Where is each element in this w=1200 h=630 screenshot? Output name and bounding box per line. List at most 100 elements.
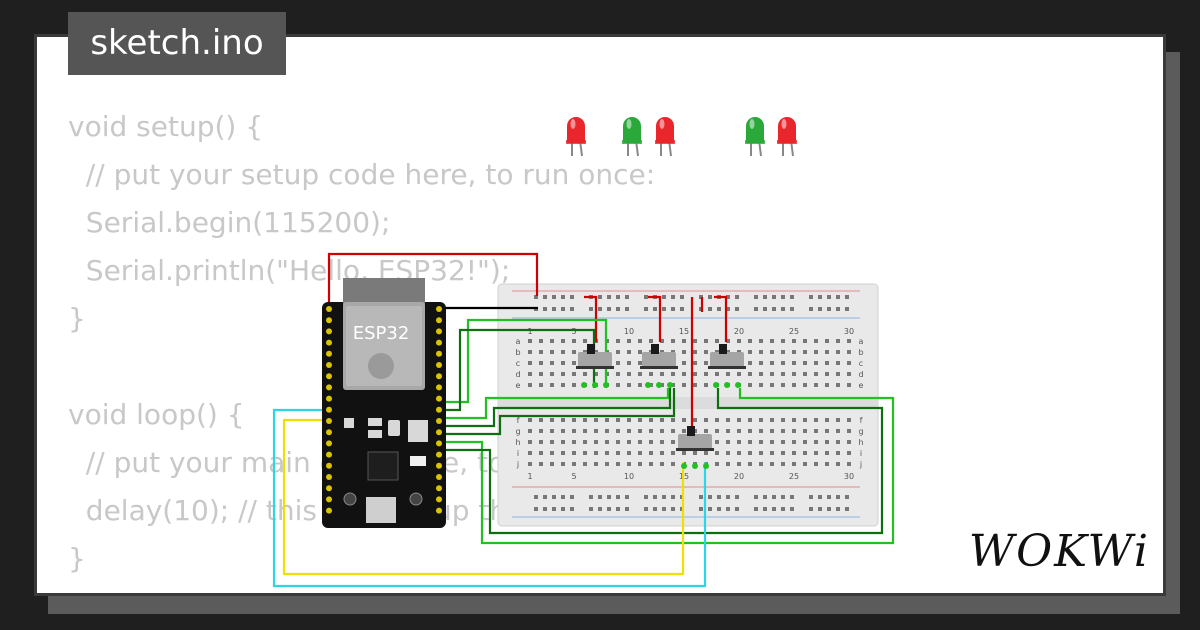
row-letter: a <box>859 337 864 346</box>
breadboard-hole <box>814 462 818 466</box>
breadboard-hole <box>759 451 763 455</box>
pin <box>436 507 442 514</box>
column-number: 20 <box>734 472 744 481</box>
slide-switch[interactable] <box>576 344 614 388</box>
breadboard-hole <box>671 418 675 422</box>
breadboard-hole <box>770 372 774 376</box>
breadboard-hole <box>726 418 730 422</box>
breadboard-hole <box>814 372 818 376</box>
breadboard-hole <box>759 418 763 422</box>
breadboard-hole <box>550 372 554 376</box>
breadboard-hole <box>594 440 598 444</box>
breadboard-hole <box>627 462 631 466</box>
breadboard-hole <box>814 383 818 387</box>
slide-switch[interactable] <box>640 344 678 388</box>
rail-hole <box>726 307 730 311</box>
breadboard-hole <box>803 451 807 455</box>
breadboard-hole <box>814 440 818 444</box>
breadboard-hole <box>715 372 719 376</box>
breadboard-hole <box>550 339 554 343</box>
breadboard-hole <box>770 361 774 365</box>
rail-hole <box>644 295 648 299</box>
row-letter: f <box>860 416 863 425</box>
breadboard-hole <box>550 429 554 433</box>
code-line: } <box>68 302 86 335</box>
slide-switch[interactable] <box>676 426 714 469</box>
esp32-board[interactable]: ESP32 <box>322 278 446 528</box>
pin <box>326 474 332 480</box>
rail-hole <box>735 495 739 499</box>
breadboard-hole <box>594 462 598 466</box>
rail-hole <box>827 495 831 499</box>
breadboard-hole <box>649 372 653 376</box>
pin <box>326 306 332 312</box>
breadboard-hole <box>847 350 851 354</box>
breadboard-hole <box>605 440 609 444</box>
rail-hole <box>781 507 785 511</box>
rail-hole <box>653 507 657 511</box>
breadboard-hole <box>528 418 532 422</box>
breadboard-hole <box>792 429 796 433</box>
breadboard-hole <box>649 429 653 433</box>
rail-hole <box>644 507 648 511</box>
breadboard-hole <box>737 440 741 444</box>
breadboard-hole <box>528 361 532 365</box>
breadboard-hole <box>803 383 807 387</box>
breadboard-hole <box>803 429 807 433</box>
breadboard-hole <box>836 339 840 343</box>
rail-hole <box>598 307 602 311</box>
led-green[interactable] <box>622 117 642 157</box>
breadboard-hole <box>770 462 774 466</box>
breadboard-hole <box>770 350 774 354</box>
sketch-filename-tab[interactable]: sketch.ino <box>68 12 286 75</box>
led-green[interactable] <box>745 117 765 157</box>
slide-switch[interactable] <box>708 344 746 388</box>
breadboard-hole <box>638 372 642 376</box>
pin <box>436 406 442 413</box>
rail-hole <box>726 295 730 299</box>
breadboard-hole <box>737 339 741 343</box>
breadboard-hole <box>605 429 609 433</box>
rail-hole <box>662 507 666 511</box>
rail-hole <box>708 507 712 511</box>
column-number: 25 <box>789 327 799 336</box>
breadboard-hole <box>737 429 741 433</box>
rail-hole <box>781 307 785 311</box>
breadboard-hole <box>847 451 851 455</box>
rail-hole <box>616 295 620 299</box>
breadboard-hole <box>825 361 829 365</box>
breadboard-hole <box>638 350 642 354</box>
breadboard-hole <box>572 418 576 422</box>
rail-hole <box>717 507 721 511</box>
led-red[interactable] <box>655 117 675 157</box>
rail-hole <box>809 495 813 499</box>
rail-hole <box>607 495 611 499</box>
rail-hole <box>543 495 547 499</box>
pin <box>326 429 332 436</box>
breadboard-hole <box>814 339 818 343</box>
breadboard-hole <box>748 361 752 365</box>
row-letter: d <box>515 370 520 379</box>
breadboard-hole <box>792 451 796 455</box>
pin <box>326 496 332 503</box>
column-number: 20 <box>734 327 744 336</box>
breadboard-hole <box>682 418 686 422</box>
wire-red-power <box>327 252 539 305</box>
led-red[interactable] <box>777 117 797 157</box>
breadboard-hole <box>836 350 840 354</box>
rail-hole <box>662 295 666 299</box>
rail-hole <box>790 507 794 511</box>
breadboard-hole <box>693 383 697 387</box>
breadboard-hole <box>627 418 631 422</box>
rail-hole <box>818 295 822 299</box>
led-red[interactable] <box>566 117 586 157</box>
breadboard-hole <box>825 383 829 387</box>
row-letter: d <box>858 370 863 379</box>
breadboard-hole <box>825 418 829 422</box>
rail-hole <box>680 295 684 299</box>
breadboard-hole <box>616 451 620 455</box>
breadboard-hole <box>594 418 598 422</box>
pin <box>436 350 442 357</box>
breadboard-hole <box>539 418 543 422</box>
